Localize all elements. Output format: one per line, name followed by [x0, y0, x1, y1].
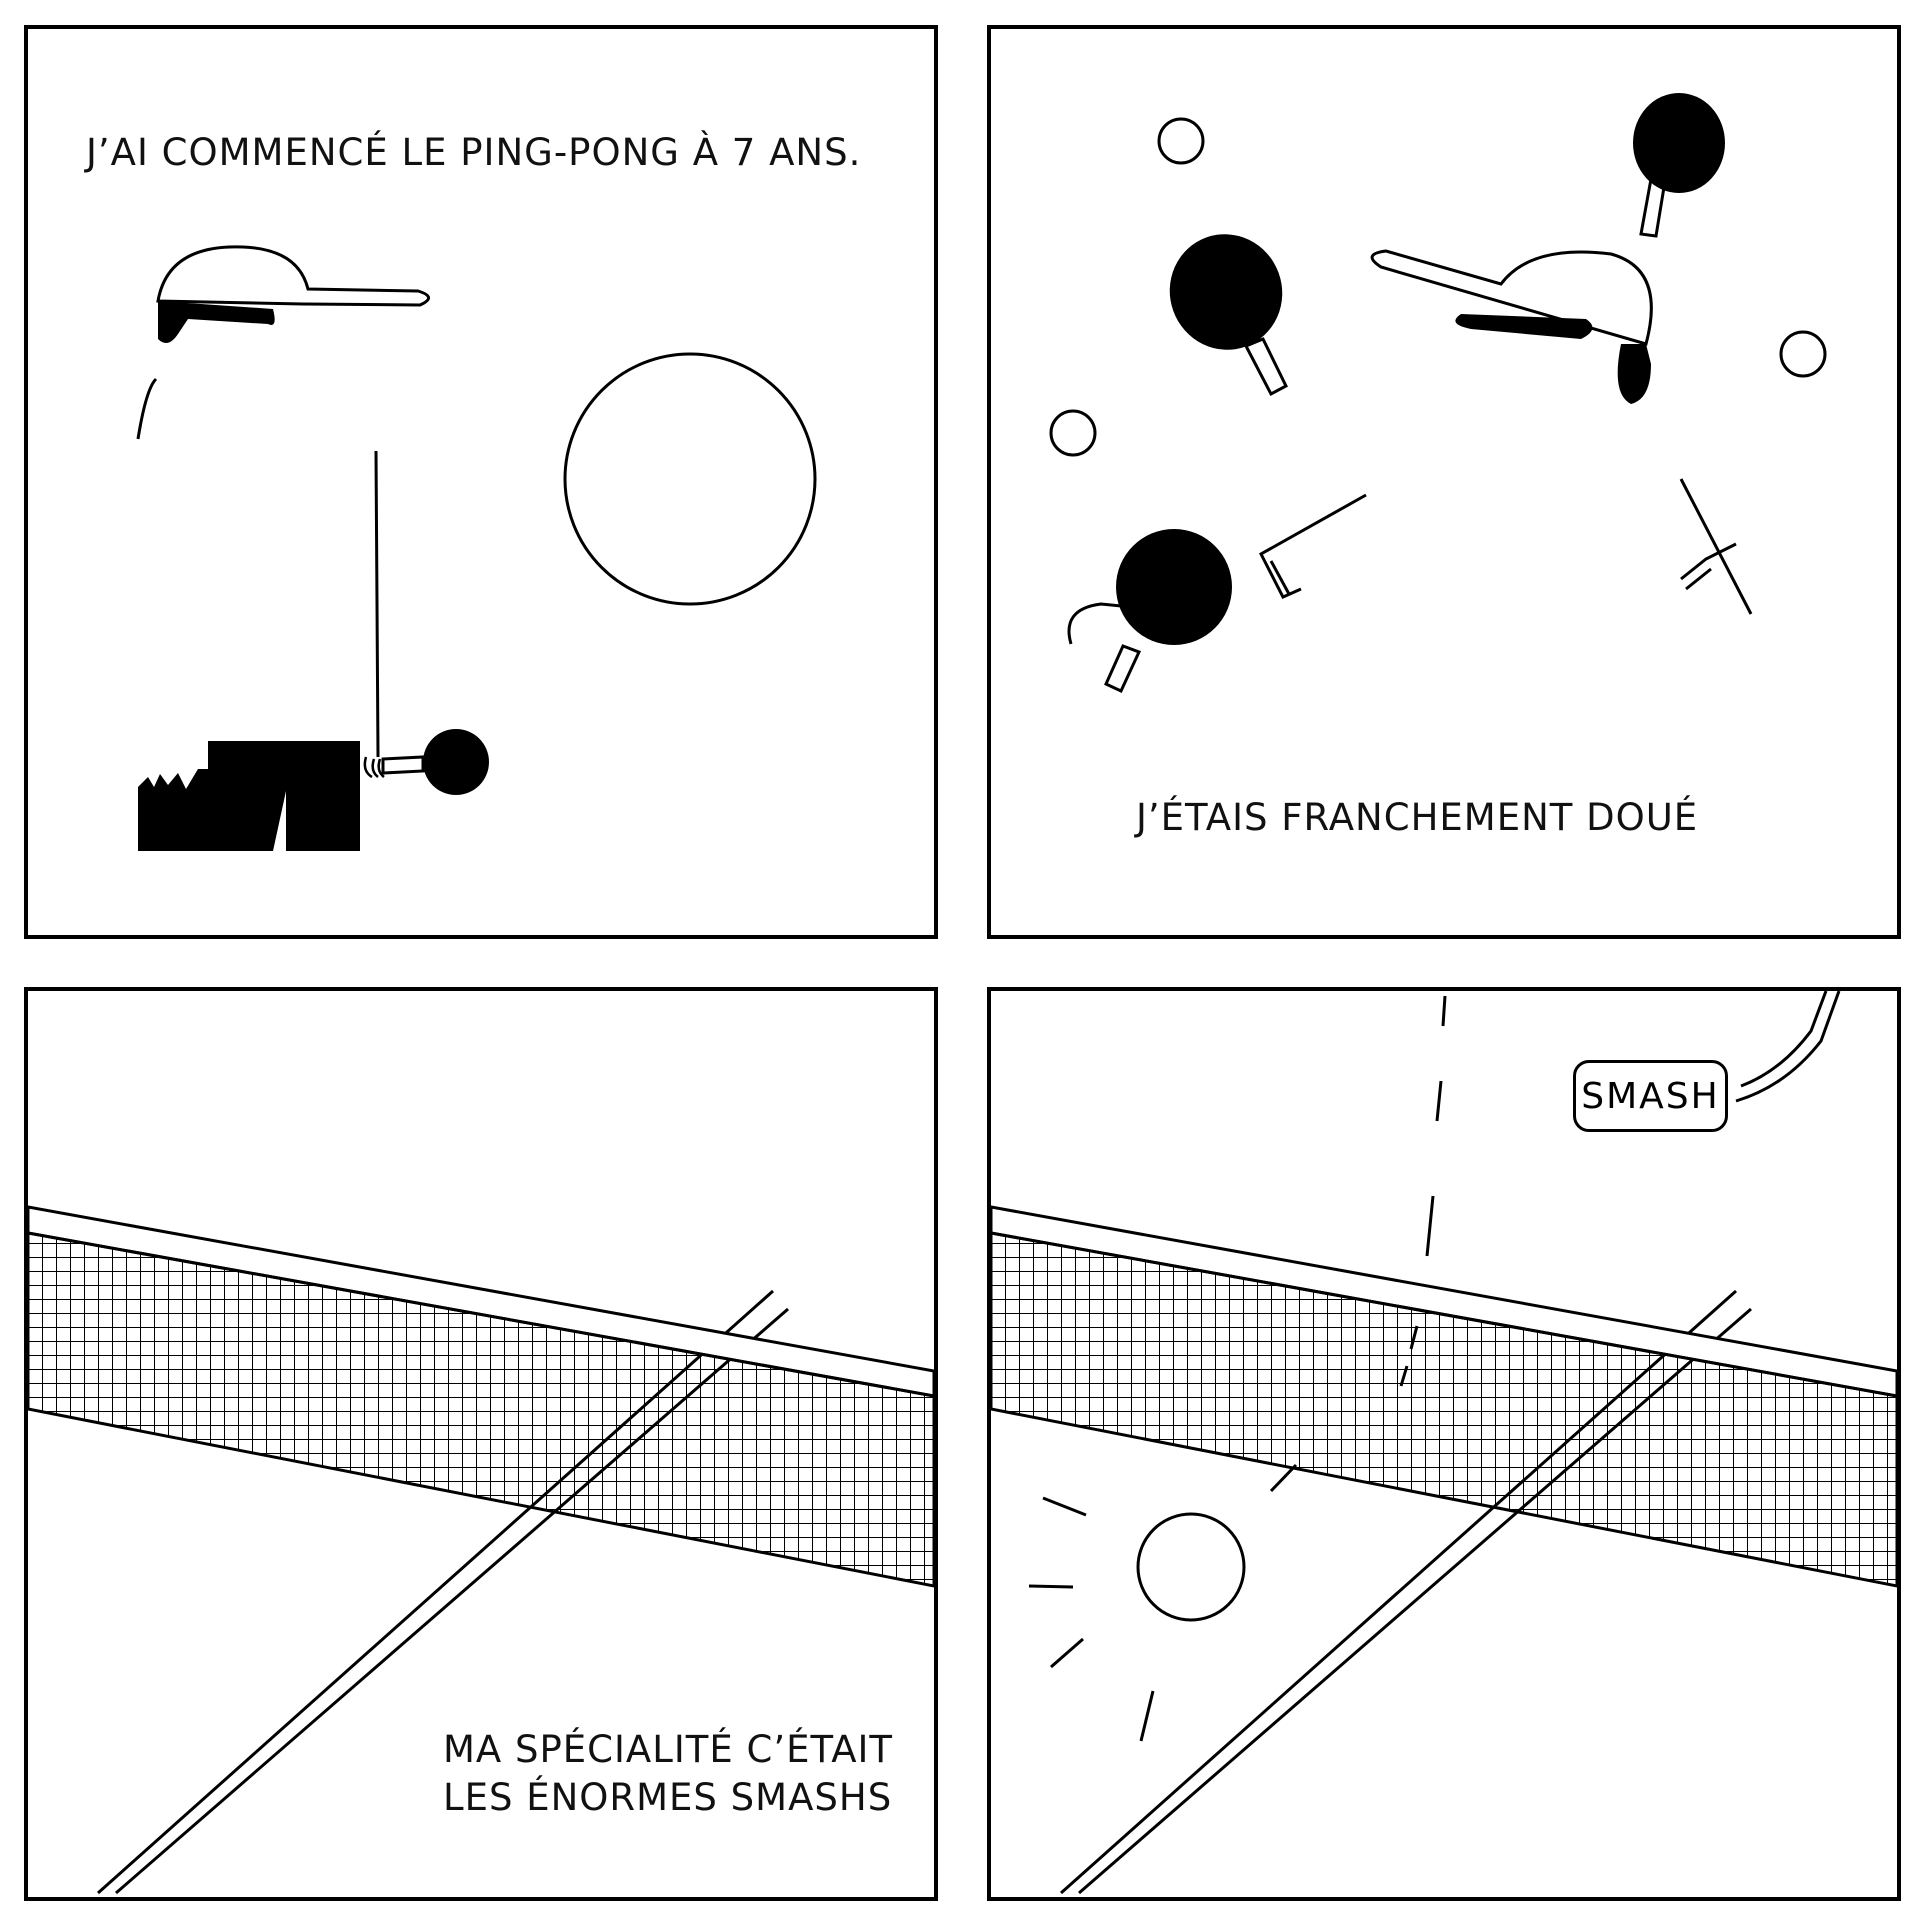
ball-icon [563, 352, 817, 606]
panel-3-art [28, 1205, 934, 1895]
paddle-icon [381, 729, 489, 795]
panel-1-art [136, 245, 817, 851]
shorts-icon [138, 741, 360, 851]
impact-rays [1028, 1463, 1298, 1742]
ball-icon [1049, 409, 1097, 457]
panel-2: J’ÉTAIS FRANCHEMENT DOUÉ [987, 25, 1901, 939]
paddle-icon [1633, 93, 1725, 238]
trajectory-dashes [1399, 995, 1447, 1387]
cap-icon [156, 245, 430, 343]
panel-4-art [991, 991, 1897, 1895]
panel-1-caption: J’AI COMMENCÉ LE PING-PONG À 7 ANS. [86, 131, 862, 174]
panel-1: J’AI COMMENCÉ LE PING-PONG À 7 ANS. [24, 25, 938, 939]
panel-3: MA SPÉCIALITÉ C’ÉTAIT LES ÉNORMES SMASHS [24, 987, 938, 1901]
ball-icon [1136, 1512, 1246, 1622]
ball-icon [1779, 330, 1827, 378]
panel-3-caption: MA SPÉCIALITÉ C’ÉTAIT LES ÉNORMES SMASHS [443, 1726, 893, 1822]
arm-line [374, 450, 380, 758]
ball-icon [1157, 117, 1205, 165]
paddle-icon [1104, 529, 1232, 693]
panel-2-caption: J’ÉTAIS FRANCHEMENT DOUÉ [1136, 796, 1699, 839]
speech-tail [1735, 991, 1841, 1103]
shoulder-line [136, 377, 158, 440]
caption-line-2: LES ÉNORMES SMASHS [443, 1776, 893, 1819]
cap-icon [1370, 249, 1653, 404]
panel-4: SMASH [987, 987, 1901, 1901]
speech-bubble: SMASH [1573, 1060, 1728, 1132]
panel-2-art [1049, 93, 1827, 693]
arm-line [1259, 493, 1367, 599]
net-icon [991, 1231, 1897, 1588]
paddle-icon [1169, 234, 1288, 397]
net-icon [28, 1231, 934, 1588]
caption-line-1: MA SPÉCIALITÉ C’ÉTAIT [443, 1728, 894, 1771]
leg-line [1679, 478, 1753, 615]
